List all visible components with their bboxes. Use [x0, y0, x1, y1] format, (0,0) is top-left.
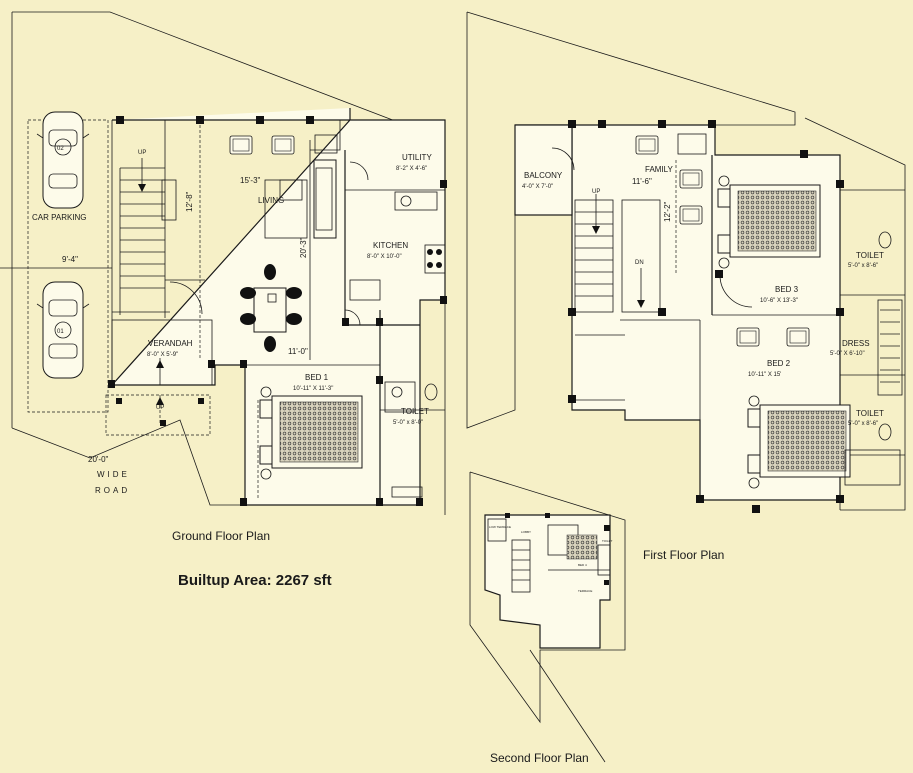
room-label-family: FAMILY — [645, 165, 674, 174]
living-furniture — [161, 134, 338, 239]
room-label: LOBBY — [521, 530, 531, 534]
second-floor-caption: Second Floor Plan — [490, 751, 589, 765]
first-floor-labels: BALCONY 4'-0" X 7'-0" FAMILY 11'-6" 12'-… — [522, 165, 884, 427]
bed-icon — [717, 175, 821, 269]
room-label: LOW TERRACE — [489, 525, 511, 529]
wardrobe-icon — [877, 299, 903, 396]
staircase — [574, 194, 661, 401]
second-floor-plan: LOW TERRACE LOBBY BED 4 TERRACE TOILET — [469, 471, 626, 763]
dimension-label: 15'-3" — [240, 176, 261, 185]
staircase — [120, 158, 165, 289]
armchair-icon — [786, 327, 810, 347]
room-size-verandah: 8'-0" X 5'-9" — [147, 352, 178, 358]
room-size-bed3: 10'-6" X 13'-3" — [760, 298, 798, 304]
wc-icon — [878, 423, 892, 441]
room-label-balcony: BALCONY — [524, 171, 563, 180]
room-size-balcony: 4'-0" X 7'-0" — [522, 184, 553, 190]
car-icon — [36, 111, 90, 209]
builtup-area-caption: Builtup Area: 2267 sft — [178, 572, 332, 589]
car-number-label: 01 — [57, 329, 64, 335]
wc-icon — [878, 231, 892, 249]
armchair-icon — [229, 135, 253, 155]
sink-icon — [394, 191, 438, 211]
bed-icon — [566, 534, 598, 560]
room-size-toilet: 5'-0" x 8'-6" — [848, 263, 878, 269]
kitchen-fixtures — [349, 191, 446, 301]
dimension-label: 20'-3" — [299, 237, 308, 258]
room-label-toilet: TOILET — [401, 407, 429, 416]
first-floor-caption: First Floor Plan — [643, 548, 724, 562]
plot-boundary — [469, 471, 626, 724]
room-label-verandah: VERANDAH — [148, 339, 193, 348]
road-label: ROAD — [95, 486, 130, 495]
room-size-bed1: 10'-11" X 11'-3" — [293, 386, 333, 392]
room-size-toilet: 5'-0" x 8'-0" — [393, 420, 423, 426]
room-label: TERRACE — [578, 589, 592, 593]
dimension-label: 11'-6" — [632, 177, 652, 186]
ground-floor-labels: CAR PARKING 02 01 9'-4" 20'-0" WIDE ROAD… — [32, 146, 432, 495]
stair-up-label: UP — [592, 189, 600, 195]
fridge-icon — [349, 279, 381, 301]
parking-width-dimension: 9'-4" — [62, 255, 78, 264]
armchair-icon — [679, 169, 703, 189]
room-label-utility: UTILITY — [402, 153, 432, 162]
armchair-icon — [679, 205, 703, 225]
room-label-kitchen: KITCHEN — [373, 241, 408, 250]
armchair-icon — [271, 135, 295, 155]
room-label: TOILET — [602, 539, 613, 543]
dining-table-icon — [240, 264, 302, 352]
car-number-label: 02 — [57, 146, 64, 152]
car-parking-label: CAR PARKING — [32, 213, 87, 222]
room-size-bed2: 10'-11" X 15' — [748, 372, 781, 378]
road-label: WIDE — [97, 470, 130, 479]
road-label: 20'-0" — [88, 455, 109, 464]
bed-icon — [257, 386, 363, 500]
stair-down-label: DN — [635, 260, 644, 266]
room-label: BED 4 — [578, 563, 587, 567]
room-label-toilet: TOILET — [856, 409, 884, 418]
washbasin-icon — [391, 386, 403, 398]
room-label-bed2: BED 2 — [767, 359, 791, 368]
bed-icon — [747, 395, 851, 489]
first-floor-plan — [466, 11, 906, 513]
sofa-icon — [313, 159, 337, 239]
wc-icon — [424, 383, 438, 401]
room-label-bed3: BED 3 — [775, 285, 799, 294]
dimension-label: 12'-2" — [663, 201, 672, 222]
room-size-dress: 5'-0" X 6'-10" — [830, 351, 865, 357]
tv-unit-icon — [677, 133, 707, 155]
dimension-label: 12'-8" — [185, 191, 194, 212]
room-size-utility: 8'-2" X 4'-6" — [396, 166, 427, 172]
room-label-toilet: TOILET — [856, 251, 884, 260]
room-label-dress: DRESS — [842, 339, 870, 348]
car-parking-area — [0, 111, 112, 413]
balcony-area — [514, 124, 573, 216]
stove-icon — [424, 244, 446, 274]
armchair-icon — [635, 135, 659, 155]
armchair-icon — [736, 327, 760, 347]
columns — [568, 120, 844, 513]
room-size-toilet: 5'-0" x 8'-6" — [848, 421, 878, 427]
ground-floor-caption: Ground Floor Plan — [172, 529, 270, 543]
plot-boundary — [12, 11, 446, 515]
stair-up-label: UP — [156, 405, 164, 411]
room-size-kitchen: 8'-0" X 10'-0" — [367, 254, 402, 260]
room-label-bed1: BED 1 — [305, 373, 329, 382]
stair-up-label: UP — [138, 150, 146, 156]
columns — [108, 116, 447, 506]
room-label-living: LIVING — [258, 196, 284, 205]
toilet-fixtures — [384, 381, 438, 498]
dimension-label: 11'-0" — [288, 347, 308, 356]
ground-floor-plan — [0, 11, 447, 515]
